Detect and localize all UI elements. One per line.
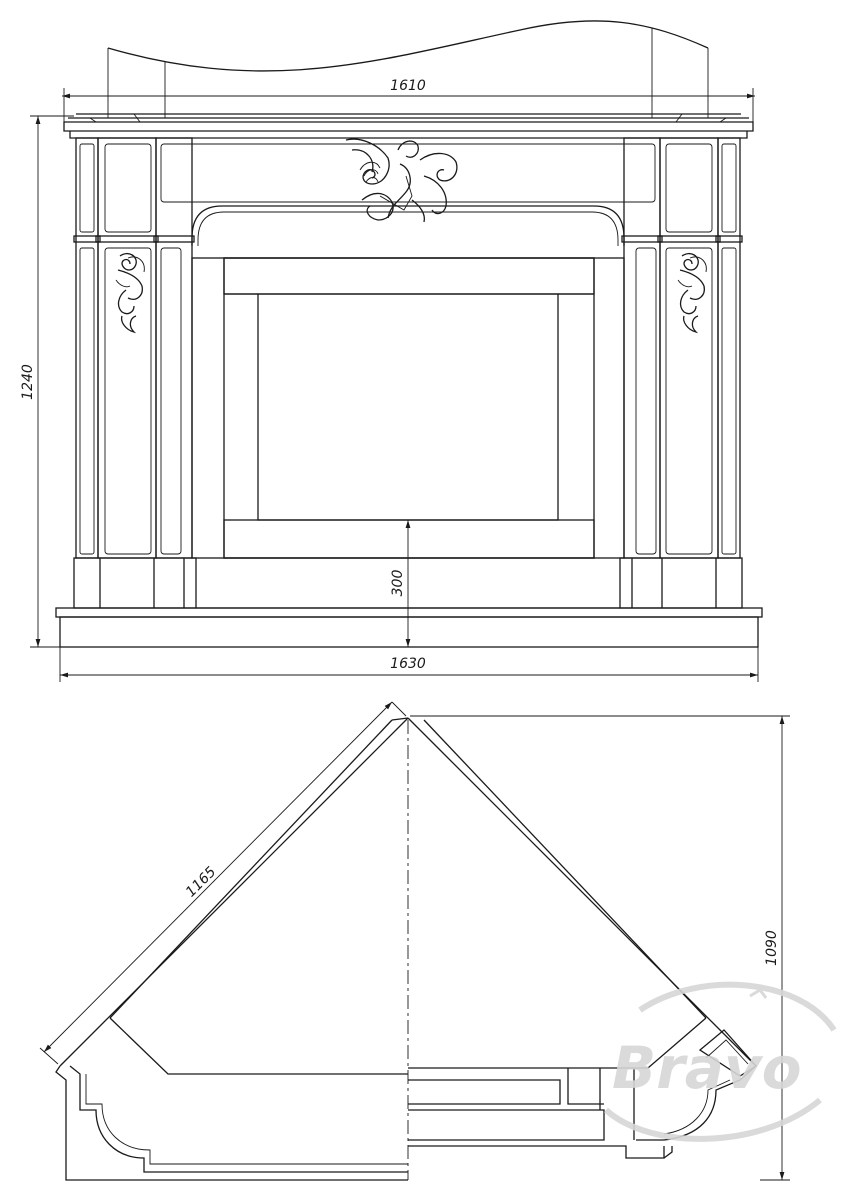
- corner-plan-view: 1165 1090: [39, 701, 790, 1181]
- dimension-label-opening-height: 300: [390, 570, 406, 597]
- frieze: [160, 143, 656, 246]
- dimension-base-width: 1630: [59, 647, 759, 682]
- dimension-label-depth: 1090: [764, 930, 780, 966]
- central-acanthus-ornament-icon: [345, 138, 458, 223]
- right-scroll-ornament-icon: [677, 252, 707, 334]
- bravo-watermark-logo: Bravo: [603, 981, 837, 1142]
- dimension-height: 1240: [20, 115, 74, 648]
- dimension-side-length: 1165: [39, 701, 407, 1065]
- dimension-label-base-width: 1630: [390, 656, 426, 672]
- left-pilaster: [95, 137, 195, 559]
- firebox: [191, 257, 625, 559]
- mantel-shelf: [63, 113, 754, 139]
- wall-panel: [107, 20, 709, 118]
- dimension-top-width: 1610: [61, 78, 755, 122]
- plan-right-half: [408, 1017, 757, 1159]
- watermark-brand-text: Bravo: [612, 1034, 802, 1102]
- plan-left-half: [55, 1017, 408, 1181]
- left-scroll-ornament-icon: [115, 252, 145, 334]
- dimension-label-height: 1240: [20, 364, 36, 400]
- hearth-base: [55, 607, 763, 648]
- dimension-depth: 1090: [410, 715, 790, 1181]
- dimension-label-top-width: 1610: [390, 78, 426, 94]
- right-pilaster: [621, 137, 721, 559]
- dimension-label-side-length: 1165: [183, 864, 220, 901]
- front-view: 1610: [20, 20, 763, 682]
- dimension-opening-height: 300: [390, 520, 411, 647]
- left-outer-column: [73, 137, 101, 559]
- right-outer-column: [715, 137, 743, 559]
